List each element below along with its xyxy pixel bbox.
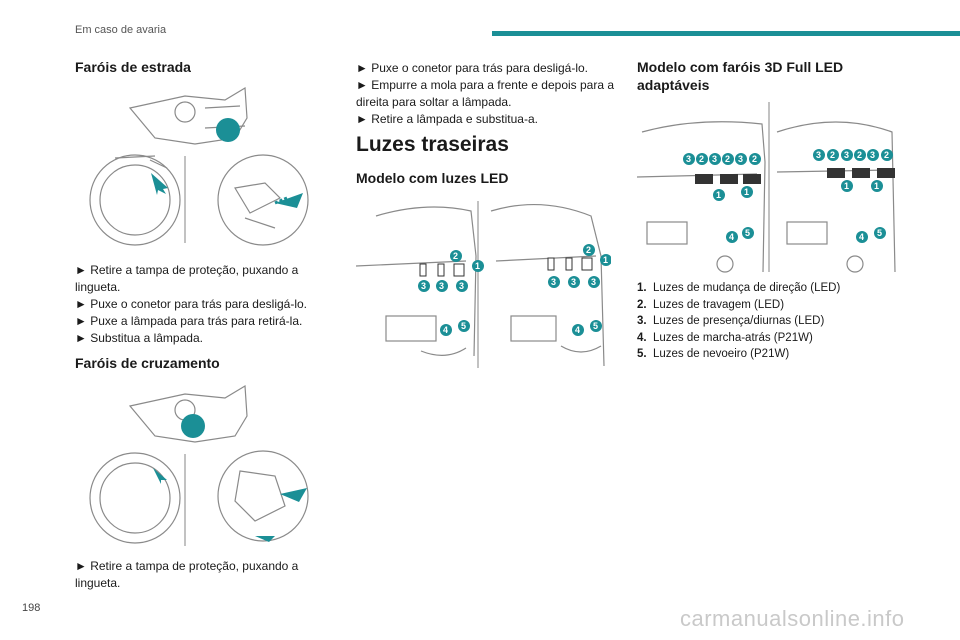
step-text: ► Retire a tampa de proteção, puxando a … — [75, 263, 299, 294]
arrow-icon — [153, 468, 167, 484]
low-beam-steps: ► Retire a tampa de proteção, puxando a … — [75, 558, 335, 592]
svg-text:3: 3 — [571, 277, 576, 287]
step-text: ► Empurre a mola para a frente e depois … — [356, 78, 615, 109]
svg-text:1: 1 — [475, 261, 480, 271]
page-number: 198 — [22, 602, 41, 614]
header-section-title: Em caso de avaria — [75, 24, 167, 36]
arrow-icon — [275, 193, 303, 208]
svg-text:2: 2 — [725, 154, 730, 164]
legend-number: 3. — [637, 315, 647, 327]
svg-text:2: 2 — [586, 245, 591, 255]
arrow-icon — [151, 173, 168, 195]
svg-text:2: 2 — [752, 154, 757, 164]
svg-text:2: 2 — [857, 150, 862, 160]
rear-full-led-illustration: 3 2 3 2 3 2 1 1 4 5 3 2 3 2 3 2 1 1 4 5 — [637, 102, 896, 273]
heading-low-beam: Faróis de cruzamento — [75, 355, 220, 371]
step-text: ► Retire a lâmpada e substitua-a. — [356, 112, 538, 126]
svg-text:4: 4 — [443, 325, 448, 335]
svg-text:2: 2 — [699, 154, 704, 164]
svg-text:4: 4 — [859, 232, 864, 242]
step-text: ► Puxe a lâmpada para trás para retirá-l… — [75, 314, 303, 328]
svg-text:2: 2 — [884, 150, 889, 160]
svg-text:3: 3 — [712, 154, 717, 164]
step-text: ► Retire a tampa de proteção, puxando a … — [75, 559, 299, 590]
svg-text:3: 3 — [738, 154, 743, 164]
continued-steps: ► Puxe o conetor para trás para desligá-… — [356, 60, 626, 128]
svg-text:2: 2 — [830, 150, 835, 160]
legend-number: 2. — [637, 298, 647, 311]
legend-text: Luzes de travagem (LED) — [653, 298, 785, 311]
high-beam-steps: ► Retire a tampa de proteção, puxando a … — [75, 262, 335, 347]
bulb-marker-icon — [181, 414, 205, 438]
callout-badge: 3 2 3 2 3 2 1 1 4 5 3 2 3 2 3 2 1 1 4 5 — [683, 149, 893, 243]
svg-text:3: 3 — [551, 277, 556, 287]
legend-number: 5. — [637, 348, 647, 360]
rear-led-illustration: 2 1 3 3 3 4 5 2 1 3 3 3 4 5 — [356, 201, 611, 368]
legend-number: 4. — [637, 331, 647, 344]
legend-number: 1. — [637, 282, 647, 294]
high-beam-illustration — [89, 86, 309, 246]
svg-text:5: 5 — [461, 321, 466, 331]
heading-line: adaptáveis — [637, 77, 710, 93]
header-accent-bar — [492, 31, 960, 36]
bulb-marker-icon — [216, 118, 240, 142]
heading-rear-lights: Luzes traseiras — [356, 133, 509, 156]
legend-item: 2. Luzes de travagem (LED) — [637, 297, 897, 314]
heading-high-beam: Faróis de estrada — [75, 59, 191, 75]
callout-badge: 2 1 3 3 3 4 5 2 1 3 3 3 4 5 — [418, 244, 611, 336]
watermark: carmanualsonline.info — [680, 606, 905, 631]
legend-text: Luzes de presença/diurnas (LED) — [653, 315, 825, 327]
svg-text:3: 3 — [844, 150, 849, 160]
rear-lights-legend: 1. Luzes de mudança de direção (LED) 2. Lu… — [637, 280, 897, 363]
svg-text:1: 1 — [844, 181, 849, 191]
legend-item: 4. Luzes de marcha-atrás (P21W) — [637, 330, 897, 347]
svg-text:1: 1 — [874, 181, 879, 191]
legend-item: 1. Luzes de mudança de direção (LED) — [637, 280, 897, 297]
svg-text:1: 1 — [603, 255, 608, 265]
svg-text:3: 3 — [686, 154, 691, 164]
legend-item: 5. Luzes de nevoeiro (P21W) — [637, 346, 897, 363]
low-beam-illustration — [89, 384, 309, 546]
svg-text:3: 3 — [816, 150, 821, 160]
arrow-icon — [255, 536, 275, 542]
svg-text:3: 3 — [459, 281, 464, 291]
svg-text:3: 3 — [591, 277, 596, 287]
step-text: ► Puxe o conetor para trás para desligá-… — [75, 297, 308, 311]
svg-text:4: 4 — [729, 232, 734, 242]
svg-text:3: 3 — [421, 281, 426, 291]
svg-text:4: 4 — [575, 325, 580, 335]
heading-full-led-model: Modelo com faróis 3D Full LED adaptáveis — [637, 58, 843, 94]
heading-line: Modelo com faróis 3D Full LED — [637, 59, 844, 75]
svg-text:3: 3 — [439, 281, 444, 291]
legend-text: Luzes de nevoeiro (P21W) — [653, 348, 790, 360]
arrow-icon — [280, 488, 307, 502]
legend-item: 3. Luzes de presença/diurnas (LED) — [637, 313, 897, 330]
svg-text:5: 5 — [593, 321, 598, 331]
step-text: ► Substitua a lâmpada. — [75, 331, 203, 345]
svg-text:3: 3 — [870, 150, 875, 160]
svg-text:1: 1 — [716, 190, 721, 200]
legend-text: Luzes de mudança de direção (LED) — [653, 282, 841, 294]
legend-text: Luzes de marcha-atrás (P21W) — [653, 331, 813, 344]
svg-text:5: 5 — [745, 228, 750, 238]
heading-led-model: Modelo com luzes LED — [356, 170, 509, 186]
svg-text:2: 2 — [453, 251, 458, 261]
step-text: ► Puxe o conetor para trás para desligá-… — [356, 61, 589, 75]
svg-text:5: 5 — [877, 228, 882, 238]
svg-text:1: 1 — [744, 187, 749, 197]
